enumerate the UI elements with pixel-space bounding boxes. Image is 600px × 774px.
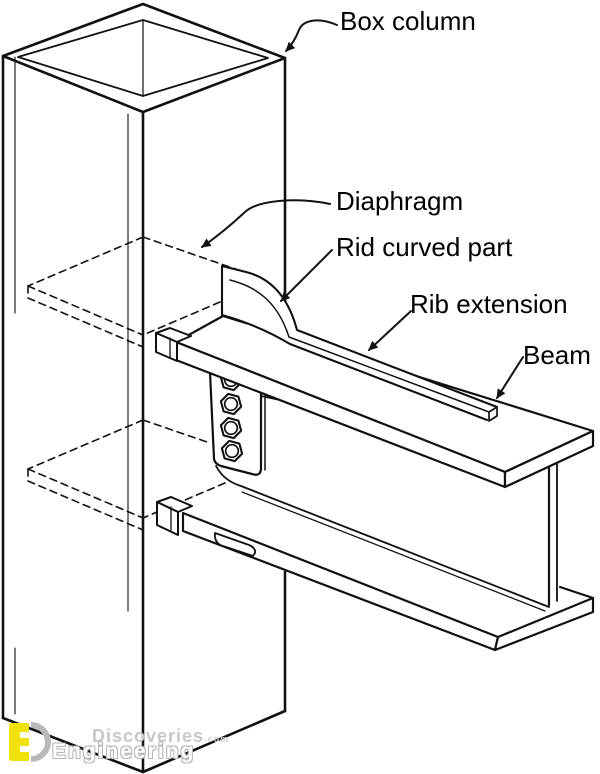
watermark-engineering-text: Engineering — [52, 740, 196, 763]
beam-web — [215, 465, 550, 608]
beam — [181, 372, 595, 652]
rib-extension-leader-line — [368, 310, 412, 351]
watermark-discoveries-text: Discoveries.com — [92, 726, 230, 746]
box-column — [1, 2, 287, 774]
rib-extension-bar — [244, 270, 499, 409]
rid-curved-part-label: Rid curved part — [336, 232, 513, 262]
diaphragm-label: Diaphragm — [336, 186, 464, 216]
flange-stub-upper — [155, 327, 192, 362]
beam-label: Beam — [523, 340, 591, 370]
logo-letter-d — [30, 722, 51, 762]
rib-extension-label: Rib extension — [410, 289, 568, 319]
flange-stub-lower — [156, 496, 193, 536]
leader-lines — [201, 19, 524, 399]
top-flange — [174, 314, 595, 489]
beam-leader-line — [496, 356, 524, 399]
engineering-discoveries-logo-icon — [9, 722, 51, 762]
hex-bolt — [220, 439, 244, 463]
diaphragm-upper — [27, 236, 251, 348]
rid-curved-part-leader-line — [280, 249, 333, 302]
box-column-label: Box column — [340, 6, 476, 36]
flange-splice-plate — [213, 532, 257, 557]
hex-bolt — [219, 392, 243, 416]
box-column-leader-line — [285, 19, 338, 52]
logo-letter-e — [9, 723, 29, 761]
watermark: Discoveries.com Engineering — [6, 712, 256, 772]
diaphragm-leader-line — [201, 199, 331, 248]
rib-curved-part — [220, 264, 499, 422]
hex-bolt — [219, 416, 243, 440]
